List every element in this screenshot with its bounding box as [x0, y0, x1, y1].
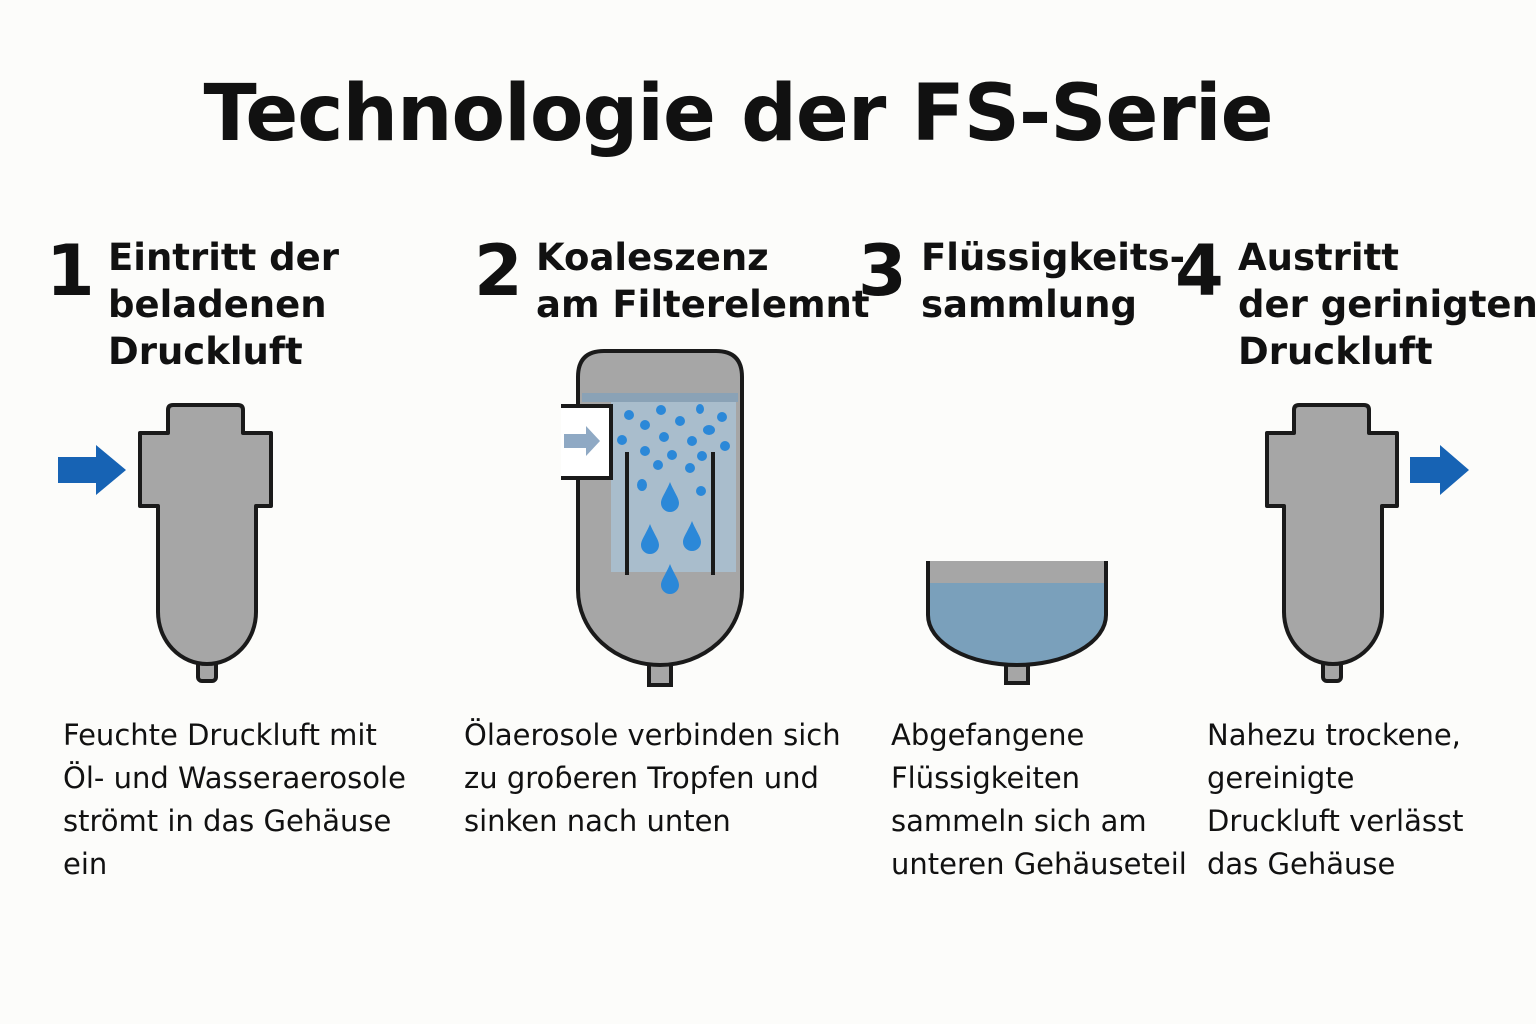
step-2-description-line: sinken nach unten	[464, 804, 731, 838]
outlet-arrow-icon	[1410, 445, 1469, 495]
step-1-description-line: ein	[63, 847, 108, 881]
step-2-number: 2	[474, 230, 523, 312]
large-droplet-icon	[661, 564, 679, 594]
step-2-description-line: zu groɓeren Tropfen und	[464, 761, 819, 795]
collected-liquid	[928, 583, 1106, 665]
coalescing-filter-icon	[561, 349, 744, 687]
droplet-icon	[696, 486, 706, 496]
droplet-icon	[637, 479, 647, 491]
filter-zone	[611, 402, 736, 572]
step-1-heading-line: beladenen	[108, 283, 327, 326]
step-3-description: Abgefangene Flüssigkeiten sammeln sich a…	[891, 714, 1187, 886]
step-4-description-line: gereinigte	[1207, 761, 1355, 795]
droplet-icon	[653, 460, 663, 470]
droplet-icon	[640, 446, 650, 456]
step-4-heading-line: der gerinigten	[1238, 283, 1536, 326]
step-1-description-line: strömt in das Gehäuse	[63, 804, 392, 838]
step-3-description-line: sammeln sich am	[891, 804, 1147, 838]
aerosol-droplets	[617, 404, 730, 594]
step-1-heading-line: Eintritt der	[108, 236, 339, 279]
step-3-description-line: Flüssigkeiten	[891, 761, 1081, 795]
vessel-top-band	[582, 393, 738, 402]
step-3-heading-line: Flüssigkeits-	[921, 236, 1185, 279]
step-3-description-line: unteren Gehäuseteil	[891, 847, 1187, 881]
droplet-icon	[703, 425, 715, 435]
large-droplet-icon	[683, 521, 701, 551]
step-3-heading: Flüssigkeits- sammlung	[921, 234, 1185, 328]
step-4-heading-line: Austritt	[1238, 236, 1399, 279]
filter-housing-outlet-icon	[1265, 403, 1469, 683]
large-droplet-icon	[641, 524, 659, 554]
step-4-heading-line: Druckluft	[1238, 330, 1433, 373]
droplet-icon	[717, 412, 727, 422]
inlet-arrow-icon	[58, 445, 126, 495]
step-3-heading-line: sammlung	[921, 283, 1137, 326]
filter-housing-body	[1265, 403, 1399, 666]
droplet-icon	[617, 435, 627, 445]
step-3-number: 3	[858, 230, 907, 312]
droplet-icon	[685, 463, 695, 473]
droplet-icon	[687, 436, 697, 446]
droplet-icon	[656, 405, 666, 415]
filter-housing-body	[138, 403, 273, 666]
droplet-icon	[659, 432, 669, 442]
step-4-description: Nahezu trockene, gereinigte Druckluft ve…	[1207, 714, 1463, 886]
droplet-icon	[697, 451, 707, 461]
step-2-description: Ölaerosole verbinden sich zu groɓeren Tr…	[464, 714, 841, 843]
droplet-icon	[675, 416, 685, 426]
step-3-description-line: Abgefangene	[891, 718, 1085, 752]
step-2-description-line: Ölaerosole verbinden sich	[464, 718, 841, 752]
step-2-heading: Koaleszenz am Filterelemnt	[536, 234, 870, 328]
step-4-heading: Austritt der gerinigten Druckluft	[1238, 234, 1536, 375]
step-1-description-line: Öl- und Wasseraerosole	[63, 761, 406, 795]
step-2-heading-line: Koaleszenz	[536, 236, 769, 279]
droplet-icon	[640, 420, 650, 430]
drain-port-icon	[647, 662, 673, 687]
droplet-icon	[696, 404, 704, 414]
step-1-heading: Eintritt der beladenen Druckluft	[108, 234, 339, 375]
step-4-description-line: das Gehäuse	[1207, 847, 1396, 881]
step-4-description-line: Nahezu trockene,	[1207, 718, 1461, 752]
large-droplet-icon	[661, 482, 679, 512]
step-1-description-line: Feuchte Druckluft mit	[63, 718, 377, 752]
step-4-number: 4	[1175, 230, 1224, 312]
step-1-number: 1	[46, 230, 95, 312]
step-1-heading-line: Druckluft	[108, 330, 303, 373]
page-title: Technologie der FS-Serie	[203, 69, 1274, 159]
step-2-heading-line: am Filterelemnt	[536, 283, 870, 326]
step-1-description: Feuchte Druckluft mit Öl- und Wasseraero…	[63, 714, 406, 886]
inlet-flow-arrow-icon	[564, 426, 600, 456]
step-4-description-line: Druckluft verlässt	[1207, 804, 1464, 838]
bowl-outline	[926, 561, 1108, 667]
liquid-collection-bowl-icon	[926, 561, 1108, 685]
droplet-icon	[667, 450, 677, 460]
filter-housing-inlet-icon	[58, 403, 273, 683]
droplet-icon	[624, 410, 634, 420]
droplet-icon	[720, 441, 730, 451]
